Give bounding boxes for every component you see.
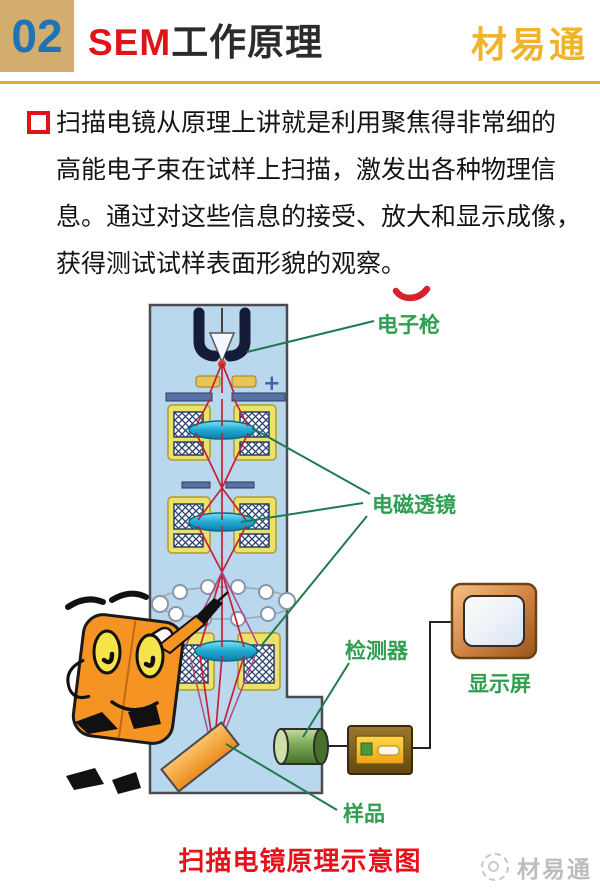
- sample-stub: [160, 721, 240, 793]
- figure-caption: 扫描电镜原理示意图: [178, 846, 422, 876]
- page-title-accent: SEM: [88, 22, 172, 63]
- watermark: 材易通: [481, 850, 592, 884]
- section-number-badge: 02: [0, 0, 74, 72]
- label-electron-gun: 电子枪: [377, 313, 440, 337]
- body-paragraph: 扫描电镜从原理上讲就是利用聚焦得非常细的 高能电子束在试样上扫描，激发出各种物理…: [56, 100, 582, 288]
- plus-sign: +: [263, 371, 281, 395]
- detector-device: [273, 728, 329, 765]
- red-swoosh-mark: [392, 285, 431, 302]
- page-title-rest: 工作原理: [171, 22, 324, 63]
- paragraph-line: 获得测试试样表面形貌的观察。: [56, 250, 407, 278]
- watermark-brand-text: 材易通: [517, 856, 592, 882]
- label-pointer-lines: [225, 320, 375, 811]
- condenser-lens-1: [167, 404, 277, 461]
- paragraph-line: 高能电子束在试样上扫描，激发出各种物理信: [56, 156, 557, 184]
- paragraph-line: 息。通过对这些信息的接受、放大和显示成像，: [56, 203, 582, 231]
- label-display-screen: 显示屏: [468, 673, 531, 696]
- page-title: SEM工作原理: [88, 12, 323, 66]
- em-lens-pointer-2: [240, 502, 364, 523]
- label-sample: 样品: [343, 802, 385, 826]
- condenser-lens-2: [167, 496, 277, 554]
- mascot-character: [65, 590, 229, 794]
- em-lens-pointer-3: [260, 515, 368, 647]
- signal-wires: [328, 621, 452, 749]
- aperture-plates: [181, 481, 255, 489]
- paragraph-line: 扫描电镜从原理上讲就是利用聚焦得非常细的: [56, 109, 557, 137]
- brand-logo-text: 材易通: [470, 24, 588, 65]
- watermark-logo-icon: [481, 853, 509, 881]
- detector-pointer: [302, 662, 350, 738]
- label-em-lens: 电磁透镜: [372, 493, 456, 517]
- amplifier-box: [347, 725, 413, 775]
- sample-pointer: [225, 743, 338, 811]
- electron-gun: [193, 307, 251, 368]
- sem-schematic-diagram: +: [65, 285, 538, 826]
- label-detector: 检测器: [345, 639, 409, 663]
- display-monitor: [450, 582, 538, 660]
- header-divider: [0, 81, 600, 84]
- scan-coils: [151, 579, 296, 627]
- electron-gun-pointer: [246, 320, 375, 353]
- bullet-square-icon: [27, 111, 50, 134]
- em-lens-pointer-1: [251, 427, 371, 495]
